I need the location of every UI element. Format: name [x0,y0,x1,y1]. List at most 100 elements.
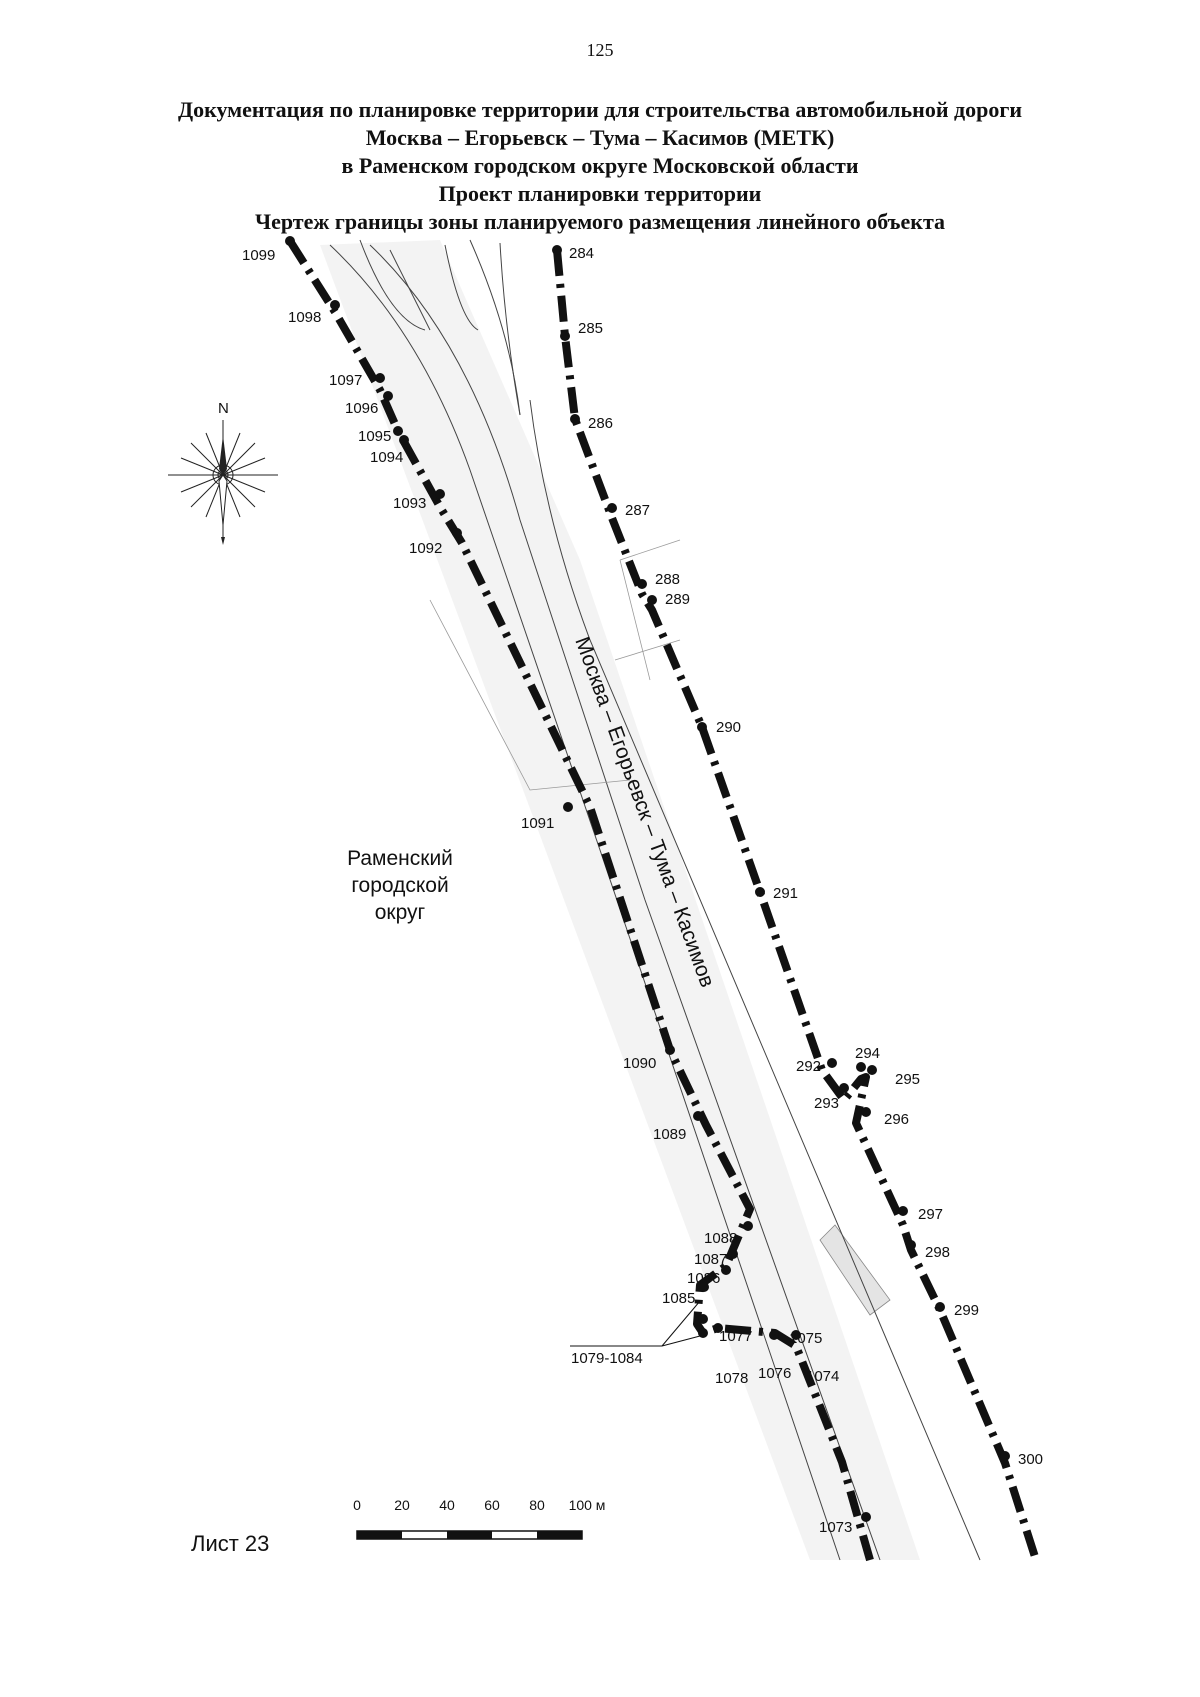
point-label: 1077 [719,1328,752,1345]
scale-bar-segment [447,1531,492,1539]
parcel-line-3 [619,559,651,681]
road-lines [329,239,981,1561]
turning-point [665,1045,675,1055]
turning-point [552,245,562,255]
turning-point [563,802,573,812]
point-label: 1093 [393,495,426,512]
point-label: 1091 [521,815,554,832]
document-title: Документация по планировке территории дл… [0,96,1200,236]
ramp-line-1 [359,239,426,331]
scale-tick-label: 20 [394,1497,410,1513]
ramp-line-4 [469,239,521,416]
parcel-line-4 [614,639,681,661]
point-label: 1089 [653,1126,686,1143]
scale-tick-label: 40 [439,1497,455,1513]
scale-tick-label: 100 м [569,1497,606,1513]
point-label: 293 [814,1095,839,1112]
title-line-2: Москва – Егорьевск – Тума – Касимов (МЕТ… [365,125,835,150]
turning-point [637,579,647,589]
point-label: 1078 [715,1370,748,1387]
turning-point [791,1330,801,1340]
point-label: 1097 [329,372,362,389]
title-line-3: в Раменском городском округе Московской … [341,153,859,178]
turning-point [647,595,657,605]
point-label: 288 [655,571,680,588]
turning-point [375,373,385,383]
scale-bar-segment [357,1531,402,1539]
point-label: 1085 [662,1290,695,1307]
point-label: 286 [588,415,613,432]
point-label: 290 [716,719,741,736]
page-number: 125 [586,40,614,60]
turning-point [861,1107,871,1117]
turning-point [570,414,580,424]
turning-point [383,391,393,401]
point-label: 1086 [687,1270,720,1287]
turning-points [285,236,1010,1522]
turning-point [728,1249,738,1259]
turning-point [721,1265,731,1275]
road-edge-center [369,244,881,1561]
turning-point [560,331,570,341]
point-label: 1094 [370,449,403,466]
scale-tick-label: 80 [529,1497,545,1513]
point-label: 298 [925,1244,950,1261]
callout-leader-1 [661,1300,701,1347]
turning-point [827,1058,837,1068]
point-label: 1090 [623,1055,656,1072]
compass-north-label: N [218,400,229,417]
point-label: 287 [625,502,650,519]
scale-tick-label: 60 [484,1497,500,1513]
callout-label: 1079-1084 [571,1350,643,1367]
point-label: 1076 [758,1365,791,1382]
turning-point [743,1221,753,1231]
parcel-lines [429,539,681,791]
road-edge-east [529,399,981,1561]
turning-point [607,503,617,513]
point-label: 1098 [288,309,321,326]
title-line-1: Документация по планировке территории дл… [177,97,1023,122]
point-label: 292 [796,1058,821,1075]
turning-point [769,1330,779,1340]
point-label: 297 [918,1206,943,1223]
turning-point [906,1240,916,1250]
turning-point [861,1512,871,1522]
ramp-line-3 [389,249,431,331]
ramp-line-5 [499,242,521,416]
compass-rose-icon: N [168,400,278,545]
ramp-line-2 [444,244,479,331]
point-labels: 284 285 286 287 288 289 290 291 292 293 … [242,245,1043,1536]
point-label: 1099 [242,247,275,264]
turning-point [935,1302,945,1312]
road-edge-west [329,244,841,1561]
turning-point [693,1111,703,1121]
turning-point [856,1062,866,1072]
turning-point [898,1206,908,1216]
callout-leaders [570,1300,701,1347]
title-line-5: Чертеж границы зоны планируемого размеще… [254,209,946,234]
point-label: 284 [569,245,594,262]
point-label: 1095 [358,428,391,445]
title-line-4: Проект планировки территории [438,181,762,206]
turning-point [698,1328,708,1338]
turning-point [330,300,340,310]
turning-point [285,236,295,246]
point-label: 1087 [694,1251,727,1268]
point-label: 291 [773,885,798,902]
turning-point [399,435,409,445]
point-label: 295 [895,1071,920,1088]
turning-point [699,1282,709,1292]
turning-point [698,1314,708,1324]
parcel-line-1 [429,599,631,791]
turning-point [452,528,462,538]
turning-point [839,1083,849,1093]
turning-point [393,426,403,436]
point-label: 289 [665,591,690,608]
hatched-area [819,1224,891,1316]
turning-point [435,489,445,499]
turning-point [1000,1451,1010,1461]
turning-point [697,722,707,732]
point-label: 300 [1018,1451,1043,1468]
turning-point [755,887,765,897]
